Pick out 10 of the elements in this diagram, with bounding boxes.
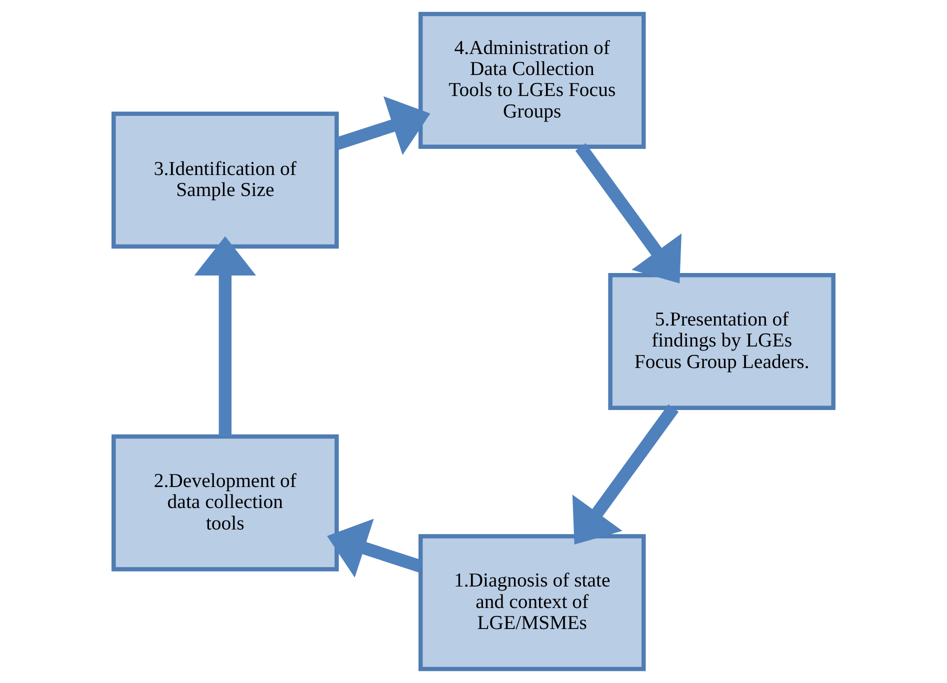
arrow — [572, 404, 679, 544]
node-box: 4.Administration of Data Collection Tools to LGEs Focus Groups — [418, 12, 646, 149]
arrow — [575, 143, 682, 284]
node-box: 3.Identification of Sample Size — [112, 112, 339, 249]
arrow — [327, 518, 422, 578]
arrow — [334, 96, 430, 155]
node-box: 1.Diagnosis of state and context of LGE/MSMEs — [418, 534, 646, 672]
node-box: 5.Presentation of findings by LGEs Focus Group Leaders. — [608, 273, 836, 410]
arrow — [194, 236, 256, 436]
node-box: 2.Development of data collection tools — [112, 434, 339, 572]
